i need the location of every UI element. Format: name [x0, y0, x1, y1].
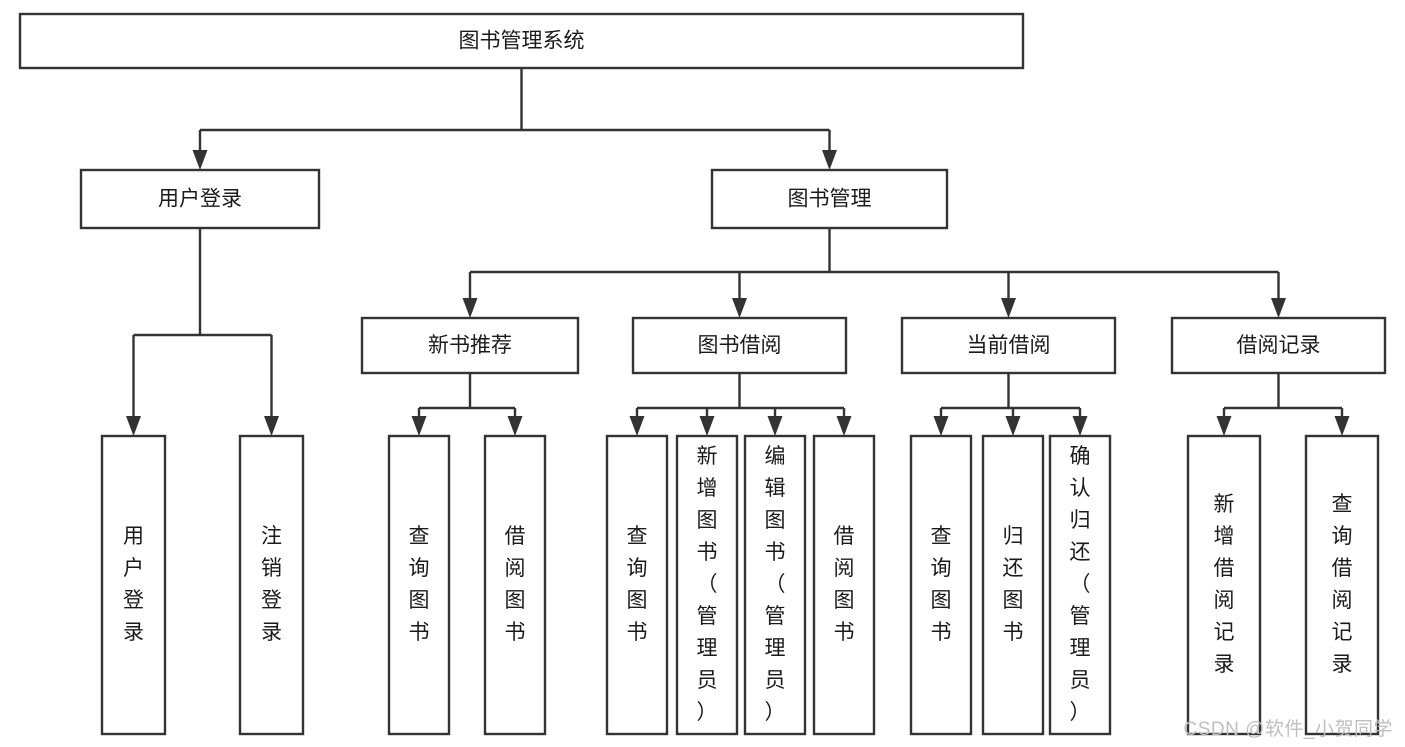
node-root-box[interactable] — [18, 12, 1025, 70]
edge-manage-to-level3-arrow-2 — [1001, 298, 1016, 318]
leaf-query-book-a-box[interactable] — [387, 434, 451, 736]
leaf-return-book[interactable]: 归还图书 — [981, 434, 1045, 736]
leaf-add-book-label: 新增图书（管理员） — [697, 445, 718, 724]
leaf-add-book-box[interactable] — [675, 434, 739, 736]
leaf-query-book-c[interactable]: 查询图书 — [909, 434, 973, 736]
edge-borrow-to-leaves-arrow-3 — [836, 416, 852, 436]
edge-rec-to-leaves-arrow-0 — [411, 416, 427, 436]
node-book-manage[interactable]: 图书管理 — [710, 168, 949, 230]
leaf-return-book-label: 归还图书 — [1003, 525, 1024, 644]
node-borrow-record-box[interactable] — [1170, 316, 1387, 375]
leaf-confirm-return[interactable]: 确认归还（管理员） — [1048, 434, 1112, 736]
node-borrow-record[interactable]: 借阅记录 — [1170, 316, 1387, 375]
node-root-label: 图书管理系统 — [459, 30, 585, 53]
leaf-borrow-book-b-label: 借阅图书 — [834, 525, 855, 644]
leaf-confirm-return-label: 确认归还（管理员） — [1070, 445, 1091, 724]
edge-record-to-leaves-arrow-0 — [1216, 416, 1232, 436]
edge-login-to-leaves-arrow-0 — [126, 416, 141, 436]
node-new-book-rec-label: 新书推荐 — [428, 334, 512, 357]
edge-current-to-leaves-arrow-0 — [933, 416, 949, 436]
connector-layer — [126, 68, 1350, 436]
edge-root-to-level2-arrow-1 — [822, 150, 837, 170]
leaf-query-book-a[interactable]: 查询图书 — [387, 434, 451, 736]
leaf-borrow-book-a-label: 借阅图书 — [505, 525, 526, 644]
leaf-query-book-b[interactable]: 查询图书 — [605, 434, 669, 736]
leaf-query-record[interactable]: 查询借阅记录 — [1304, 434, 1380, 736]
node-user-login-label: 用户登录 — [158, 188, 242, 211]
node-book-borrow-label: 图书借阅 — [698, 334, 782, 357]
edge-manage-to-level3-arrow-0 — [462, 298, 478, 318]
node-user-login-box[interactable] — [79, 168, 321, 230]
leaf-query-book-a-label: 查询图书 — [409, 525, 430, 644]
leaf-add-book[interactable]: 新增图书（管理员） — [675, 434, 739, 736]
node-current-borrow-label: 当前借阅 — [967, 334, 1051, 357]
leaf-query-record-label: 查询借阅记录 — [1332, 493, 1353, 676]
node-layer: 图书管理系统用户登录图书管理新书推荐图书借阅当前借阅借阅记录用户登录注销登录查询… — [18, 12, 1387, 736]
leaf-logout[interactable]: 注销登录 — [238, 434, 305, 736]
leaf-edit-book-label: 编辑图书（管理员） — [765, 445, 786, 724]
node-current-borrow[interactable]: 当前借阅 — [900, 316, 1117, 375]
node-book-manage-box[interactable] — [710, 168, 949, 230]
leaf-edit-book[interactable]: 编辑图书（管理员） — [743, 434, 807, 736]
leaf-logout-box[interactable] — [238, 434, 305, 736]
node-book-manage-label: 图书管理 — [788, 188, 872, 211]
edge-borrow-to-leaves-arrow-0 — [629, 416, 645, 436]
edge-manage-to-level3-arrow-1 — [732, 298, 747, 318]
edge-borrow-to-leaves-arrow-1 — [699, 416, 715, 436]
leaf-user-login[interactable]: 用户登录 — [100, 434, 167, 736]
leaf-user-login-box[interactable] — [100, 434, 167, 736]
leaf-borrow-book-b-box[interactable] — [812, 434, 876, 736]
leaf-borrow-book-a[interactable]: 借阅图书 — [483, 434, 547, 736]
leaf-add-record[interactable]: 新增借阅记录 — [1186, 434, 1262, 736]
edge-borrow-to-leaves-arrow-2 — [767, 416, 783, 436]
leaf-query-book-b-label: 查询图书 — [627, 525, 648, 644]
edge-login-to-leaves-arrow-1 — [264, 416, 279, 436]
edge-root-to-level2-arrow-0 — [192, 150, 208, 170]
edge-manage-to-level3-arrow-3 — [1271, 298, 1286, 318]
edge-current-to-leaves-arrow-1 — [1005, 416, 1021, 436]
edge-current-to-leaves-arrow-2 — [1072, 416, 1088, 436]
node-new-book-rec-box[interactable] — [360, 316, 580, 375]
edge-record-to-leaves-arrow-1 — [1334, 416, 1350, 436]
leaf-add-record-label: 新增借阅记录 — [1214, 493, 1235, 676]
node-new-book-rec[interactable]: 新书推荐 — [360, 316, 580, 375]
node-root[interactable]: 图书管理系统 — [18, 12, 1025, 70]
leaf-query-book-c-label: 查询图书 — [931, 525, 952, 644]
leaf-query-book-c-box[interactable] — [909, 434, 973, 736]
leaf-query-record-box[interactable] — [1304, 434, 1380, 736]
leaf-user-login-label: 用户登录 — [123, 525, 144, 644]
leaf-borrow-book-b[interactable]: 借阅图书 — [812, 434, 876, 736]
node-current-borrow-box[interactable] — [900, 316, 1117, 375]
leaf-confirm-return-box[interactable] — [1048, 434, 1112, 736]
leaf-add-record-box[interactable] — [1186, 434, 1262, 736]
watermark-label: CSDN @软件_小贺同学 — [1183, 719, 1393, 740]
leaf-return-book-box[interactable] — [981, 434, 1045, 736]
node-book-borrow[interactable]: 图书借阅 — [631, 316, 848, 375]
node-user-login[interactable]: 用户登录 — [79, 168, 321, 230]
leaf-logout-label: 注销登录 — [261, 525, 282, 644]
leaf-borrow-book-a-box[interactable] — [483, 434, 547, 736]
leaf-edit-book-box[interactable] — [743, 434, 807, 736]
edge-rec-to-leaves-arrow-1 — [507, 416, 523, 436]
node-book-borrow-box[interactable] — [631, 316, 848, 375]
leaf-query-book-b-box[interactable] — [605, 434, 669, 736]
node-borrow-record-label: 借阅记录 — [1237, 334, 1321, 357]
